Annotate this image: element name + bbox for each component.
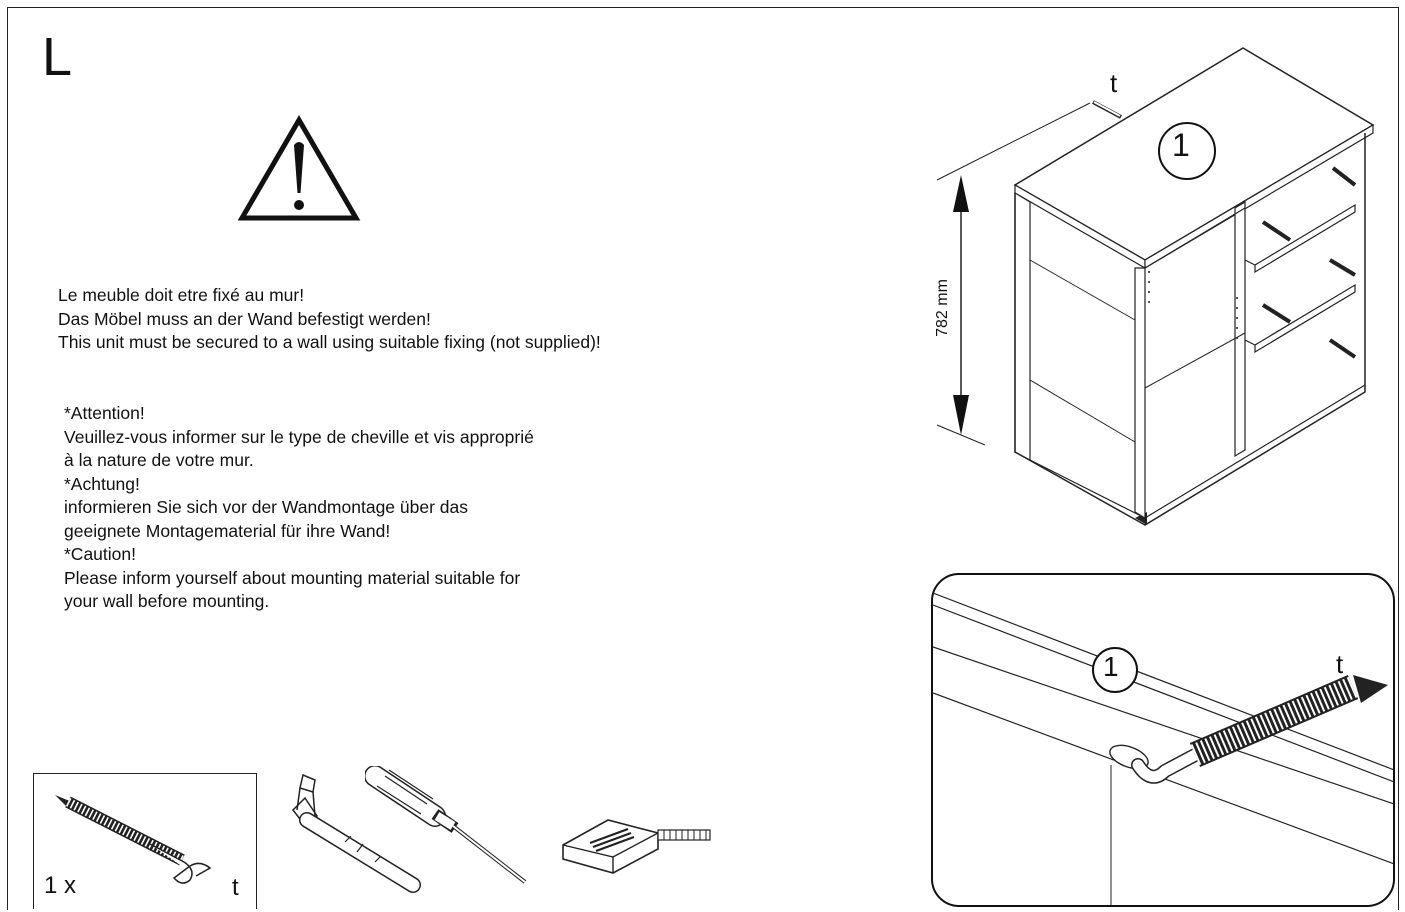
wall-fixing-notice: Le meuble doit etre fixé au mur! Das Möb…	[58, 284, 601, 355]
notice-line-en: This unit must be secured to a wall usin…	[58, 332, 601, 352]
notice-line-fr: Le meuble doit etre fixé au mur!	[58, 285, 305, 305]
cabinet-part-letter: t	[1110, 68, 1118, 98]
caution-line: *Caution!	[64, 544, 136, 564]
caution-line: geeignete Montagematerial für ihre Wand!	[64, 520, 391, 541]
lag-screw-icon	[55, 795, 212, 884]
part-letter: t	[232, 874, 239, 901]
hammer-icon	[292, 773, 421, 893]
detail-closeup: 1 t	[931, 573, 1395, 907]
detail-part-letter: t	[1336, 649, 1344, 679]
cabinet-part-number: 1	[1172, 127, 1190, 163]
detail-drawing	[933, 592, 1393, 905]
caution-line: your wall before mounting.	[64, 591, 270, 611]
cabinet-drawing	[936, 47, 1375, 526]
screwdriver-icon	[365, 766, 527, 884]
caution-line: à la nature de votre mur.	[64, 450, 254, 470]
caution-line: Please inform yourself about mounting ma…	[64, 567, 521, 588]
caution-line: *Attention!	[64, 403, 145, 423]
part-quantity: 1 x	[44, 872, 77, 899]
caution-line: Veuillez-vous informer sur le type de ch…	[64, 426, 534, 447]
step-letter: L	[42, 27, 73, 87]
warning-triangle-icon	[237, 115, 361, 221]
detail-part-number: 1	[1103, 651, 1119, 682]
parts-box	[33, 773, 257, 909]
caution-line: informieren Sie sich vor der Wandmontage…	[64, 497, 468, 517]
tape-measure-icon	[562, 819, 711, 874]
page-frame	[7, 7, 1399, 910]
notice-line-de: Das Möbel muss an der Wand befestigt wer…	[58, 308, 431, 329]
caution-line: *Achtung!	[64, 473, 140, 494]
caution-notice: *Attention! Veuillez-vous informer sur l…	[64, 402, 534, 614]
height-dimension: 782 mm	[933, 279, 951, 337]
